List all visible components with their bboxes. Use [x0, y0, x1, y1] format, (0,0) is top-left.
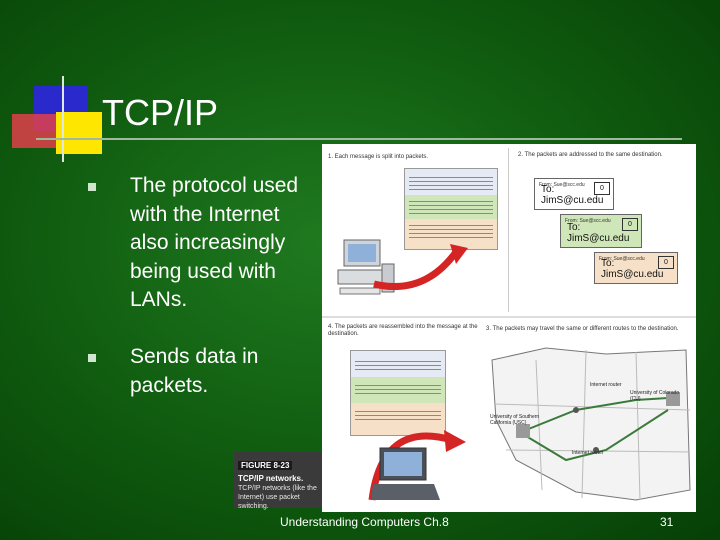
router-label-bottom: Internet router	[572, 450, 604, 456]
laptop-icon	[372, 447, 440, 500]
bullet-marker-icon	[88, 353, 96, 362]
figure-step-4: 4. The packets are reassembled into the …	[328, 324, 478, 337]
bullet-item: The protocol used with the Internet also…	[88, 172, 320, 315]
bullet-text: The protocol used with the Internet also…	[130, 174, 299, 312]
slide-title: TCP/IP	[102, 92, 219, 133]
router-label-top: Internet router	[590, 382, 622, 388]
university-label-left: University of Southern California (USC)	[490, 414, 540, 426]
bullet-item: Sends data in packets.	[88, 343, 320, 400]
packet-card: From: Sue@scc.edu To: JimS@cu.edu 0	[534, 178, 614, 210]
page-number: 31	[660, 515, 674, 529]
computer-icon	[337, 239, 395, 295]
figure-step-3: 3. The packets may travel the same or di…	[486, 326, 679, 332]
message-document	[404, 168, 498, 250]
arrow-icon	[373, 244, 468, 291]
bullet-text: Sends data in packets.	[130, 344, 259, 397]
panel-split	[324, 148, 509, 312]
packet-card: From: Sue@scc.edu To: JimS@cu.edu 0	[560, 214, 642, 248]
title-underline	[36, 138, 682, 140]
decor-vertical-line	[62, 76, 64, 162]
figure-number: FIGURE 8-23	[238, 461, 293, 470]
bullet-marker-icon	[88, 183, 96, 191]
bullet-list: The protocol used with the Internet also…	[88, 172, 320, 428]
packet-card: From: Sue@scc.edu To: JimS@cu.edu 0	[594, 252, 678, 284]
panel-divider	[322, 316, 696, 318]
figure-caption-box: FIGURE 8-23 TCP/IP networks. TCP/IP netw…	[234, 452, 322, 510]
reassembled-document	[350, 350, 446, 436]
decor-red-square	[12, 114, 56, 148]
university-label-right: University of Colorado (CU)	[630, 390, 680, 402]
footer-text: Understanding Computers Ch.8	[280, 515, 449, 529]
us-map-routes	[491, 347, 691, 501]
figure-caption: TCP/IP networks (like the Internet) use …	[238, 485, 317, 510]
figure-step-2: 2. The packets are addressed to the same…	[518, 152, 663, 158]
arrow-icon	[368, 430, 466, 501]
figure-step-1: 1. Each message is split into packets.	[328, 154, 429, 160]
tcp-ip-figure: 1. Each message is split into packets.	[322, 144, 696, 512]
figure-title: TCP/IP networks.	[238, 474, 304, 483]
